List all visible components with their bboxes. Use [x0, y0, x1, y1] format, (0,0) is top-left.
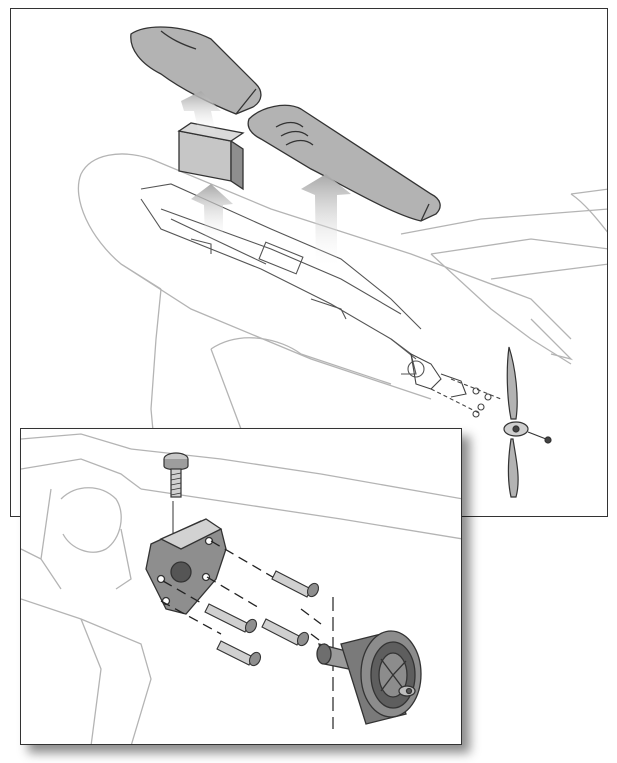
- motor-screw-1: [271, 570, 320, 598]
- motor-screws: [204, 570, 320, 667]
- arrow-hatch-up: [301, 174, 351, 269]
- motor-screw-2: [204, 603, 258, 634]
- propeller: [503, 346, 552, 498]
- inset-fuselage-outline: [21, 433, 461, 744]
- motor-assembly-small: [410, 353, 502, 418]
- brushless-motor: [316, 630, 422, 725]
- motor-screw-4: [216, 640, 262, 667]
- aircraft-exploded-view-drawing: [77, 26, 607, 516]
- right-wing-outline: [400, 188, 607, 365]
- motor-mount-detail-drawing: [21, 433, 461, 744]
- hatch-cover: [247, 104, 441, 222]
- motor-mount-plate: [145, 518, 227, 615]
- removal-arrows: [181, 91, 351, 269]
- mount-screw: [163, 452, 189, 539]
- canopy-hatch: [130, 26, 262, 115]
- motor-screw-3: [261, 618, 310, 647]
- arrow-canopy-up: [181, 91, 221, 134]
- arrow-battery-up: [191, 184, 233, 244]
- motor-mount-detail-inset: [20, 428, 462, 745]
